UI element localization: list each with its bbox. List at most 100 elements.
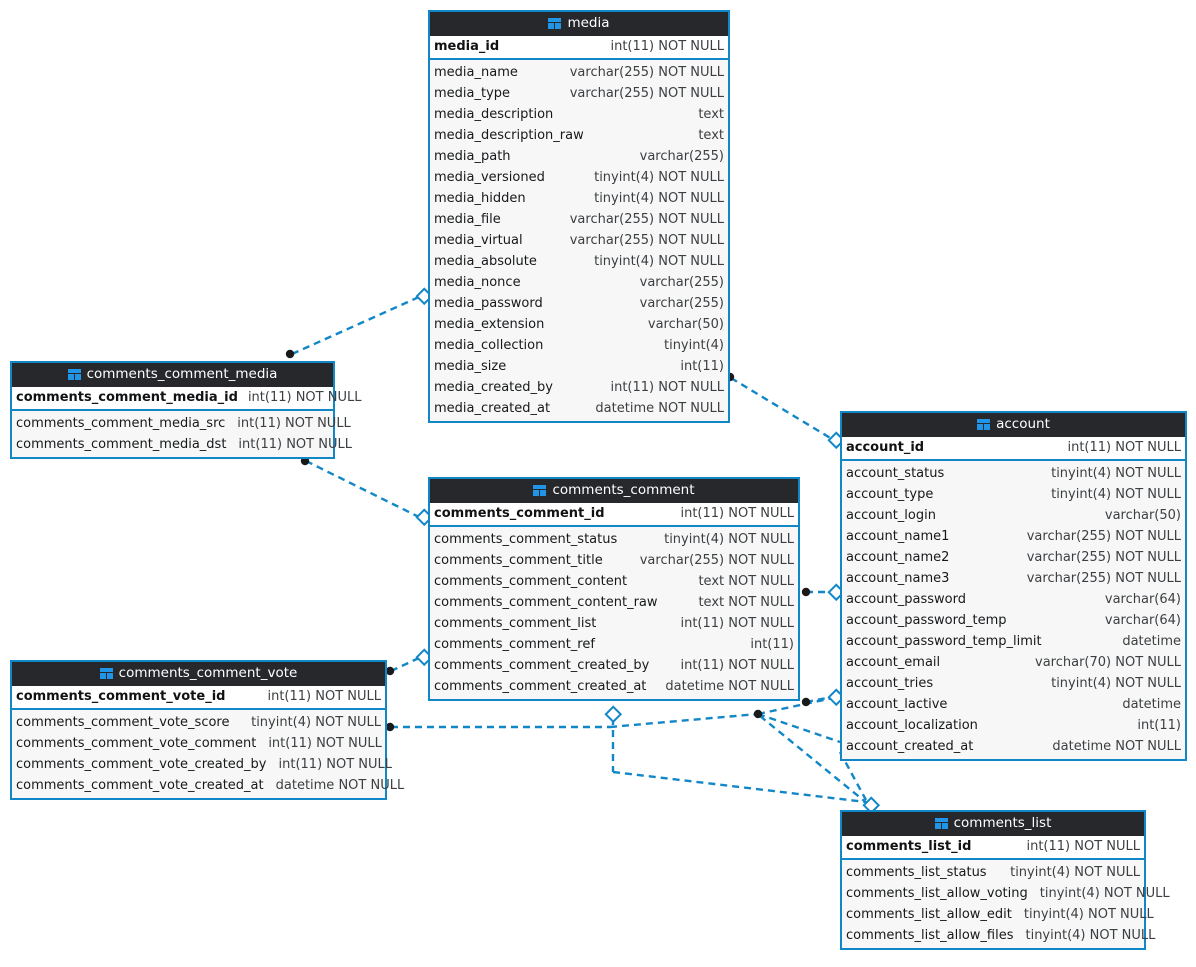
endpoint-dot-comment-bottom: [753, 709, 763, 719]
field-name: comments_list_id: [846, 839, 972, 854]
field-name: media_file: [434, 212, 501, 227]
field-row[interactable]: account_created_at datetime NOT NULL: [842, 736, 1185, 757]
table-icon: [548, 18, 562, 29]
field-type: int(11) NOT NULL: [680, 506, 794, 521]
field-type: tinyint(4) NOT NULL: [1039, 886, 1170, 901]
field-type: tinyint(4) NOT NULL: [1051, 676, 1181, 691]
entity-header-comments_comment[interactable]: comments_comment: [430, 479, 798, 503]
endpoint-dot-vote-top: [385, 666, 395, 676]
field-type: varchar(50): [647, 317, 724, 332]
field-name: account_id: [846, 440, 925, 455]
entity-header-comments_comment_media[interactable]: comments_comment_media: [12, 363, 333, 387]
field-row[interactable]: media_extension varchar(50): [430, 314, 728, 335]
field-name: account_login: [846, 508, 936, 523]
field-name: media_type: [434, 86, 511, 101]
field-name: account_created_at: [846, 739, 974, 754]
field-name: comments_comment_vote_id: [16, 689, 226, 704]
field-type: int(11): [1137, 718, 1181, 733]
primary-key-row[interactable]: comments_comment_media_id int(11) NOT NUL…: [12, 387, 361, 411]
field-name: media_extension: [434, 317, 545, 332]
field-type: int(11) NOT NULL: [610, 380, 724, 395]
field-name: comments_list_allow_edit: [846, 907, 1012, 922]
entity-header-comments_list[interactable]: comments_list: [842, 812, 1144, 836]
field-type: varchar(255) NOT NULL: [1026, 529, 1181, 544]
entity-header-media[interactable]: media: [430, 12, 728, 36]
endpoint-diamond-comment-bottom: [604, 705, 623, 724]
field-name: comments_comment_content_raw: [434, 595, 658, 610]
entity-header-account[interactable]: account: [842, 413, 1185, 437]
field-type: varchar(255) NOT NULL: [1026, 571, 1181, 586]
field-name: comments_comment_title: [434, 553, 603, 568]
field-type: int(11) NOT NULL: [247, 390, 362, 405]
entity-title: media: [567, 15, 610, 31]
field-name: media_name: [434, 65, 518, 80]
field-type: datetime NOT NULL: [1052, 739, 1181, 754]
field-name: comments_comment_media_id: [16, 390, 238, 405]
field-type: tinyint(4) NOT NULL: [1025, 928, 1156, 943]
field-type: varchar(255) NOT NULL: [569, 233, 724, 248]
field-type: datetime NOT NULL: [665, 679, 794, 694]
entity-header-comments_comment_vote[interactable]: comments_comment_vote: [12, 662, 385, 686]
field-type: varchar(64): [1104, 592, 1181, 607]
